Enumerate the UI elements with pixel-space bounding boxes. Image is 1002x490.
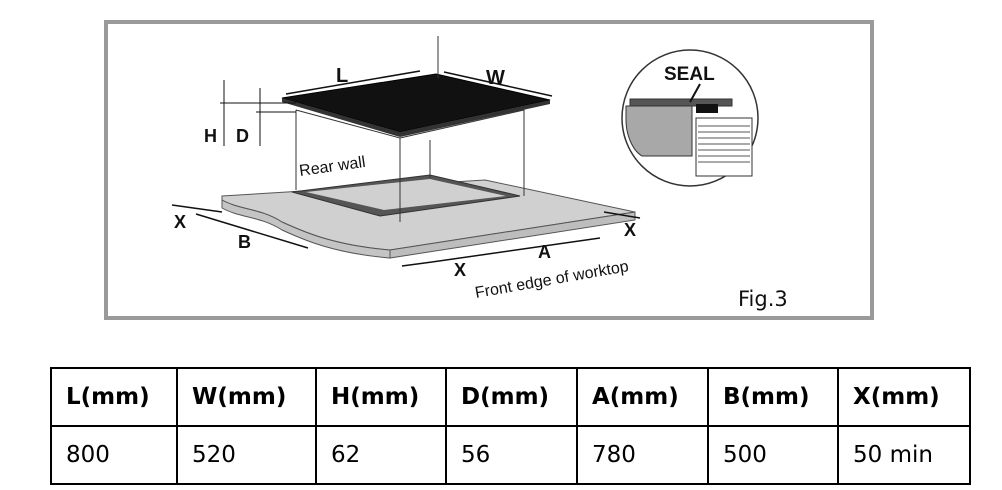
dimension-table: L(mm) W(mm) H(mm) D(mm) A(mm) B(mm) X(mm…	[50, 367, 971, 485]
cell-L: 800	[50, 425, 178, 485]
dim-X-left	[171, 204, 223, 213]
table-header-row: L(mm) W(mm) H(mm) D(mm) A(mm) B(mm) X(mm…	[50, 367, 971, 427]
hob-box-right	[399, 109, 525, 196]
worktop-side-face	[221, 199, 391, 259]
cutout-inner	[306, 179, 506, 210]
seal-hob-body	[695, 117, 753, 177]
header-A: A(mm)	[576, 367, 709, 427]
label-X-right: X	[624, 220, 636, 240]
hob-glass-top	[281, 73, 551, 133]
hob-installation-diagram: L W H D B A X X X Rear wall Front edge o…	[171, 36, 788, 311]
seal-hob-edge	[629, 98, 733, 107]
header-L: L(mm)	[50, 367, 178, 427]
figure-caption: Fig.3	[738, 287, 788, 311]
seal-worktop	[625, 105, 693, 157]
dim-X-front	[401, 261, 433, 267]
label-rear-wall: Rear wall	[298, 154, 366, 180]
cell-B: 500	[707, 425, 839, 485]
cell-D: 56	[445, 425, 578, 485]
label-front-edge: Front edge of worktop	[474, 258, 630, 302]
dim-X-right	[603, 211, 641, 219]
label-H: H	[204, 126, 217, 146]
label-B: B	[238, 232, 251, 252]
label-X-left: X	[174, 212, 186, 232]
seal-strip	[696, 104, 718, 113]
label-W: W	[486, 67, 505, 89]
label-seal: SEAL	[664, 64, 715, 85]
label-X-front: X	[454, 260, 466, 280]
label-D: D	[236, 126, 249, 146]
dim-B	[195, 213, 309, 249]
dim-W	[443, 71, 553, 97]
cell-H: 62	[315, 425, 447, 485]
header-X: X(mm)	[837, 367, 971, 427]
label-L: L	[336, 65, 348, 87]
header-W: W(mm)	[176, 367, 317, 427]
label-A: A	[538, 242, 551, 262]
header-B: B(mm)	[707, 367, 839, 427]
header-D: D(mm)	[445, 367, 578, 427]
dim-L	[285, 70, 421, 95]
cell-W: 520	[176, 425, 317, 485]
cell-A: 780	[576, 425, 709, 485]
table-row: 800 520 62 56 780 500 50 min	[50, 425, 971, 485]
header-H: H(mm)	[315, 367, 447, 427]
hob-glass-edge	[282, 98, 550, 137]
cell-X: 50 min	[837, 425, 971, 485]
dim-A	[431, 237, 601, 263]
